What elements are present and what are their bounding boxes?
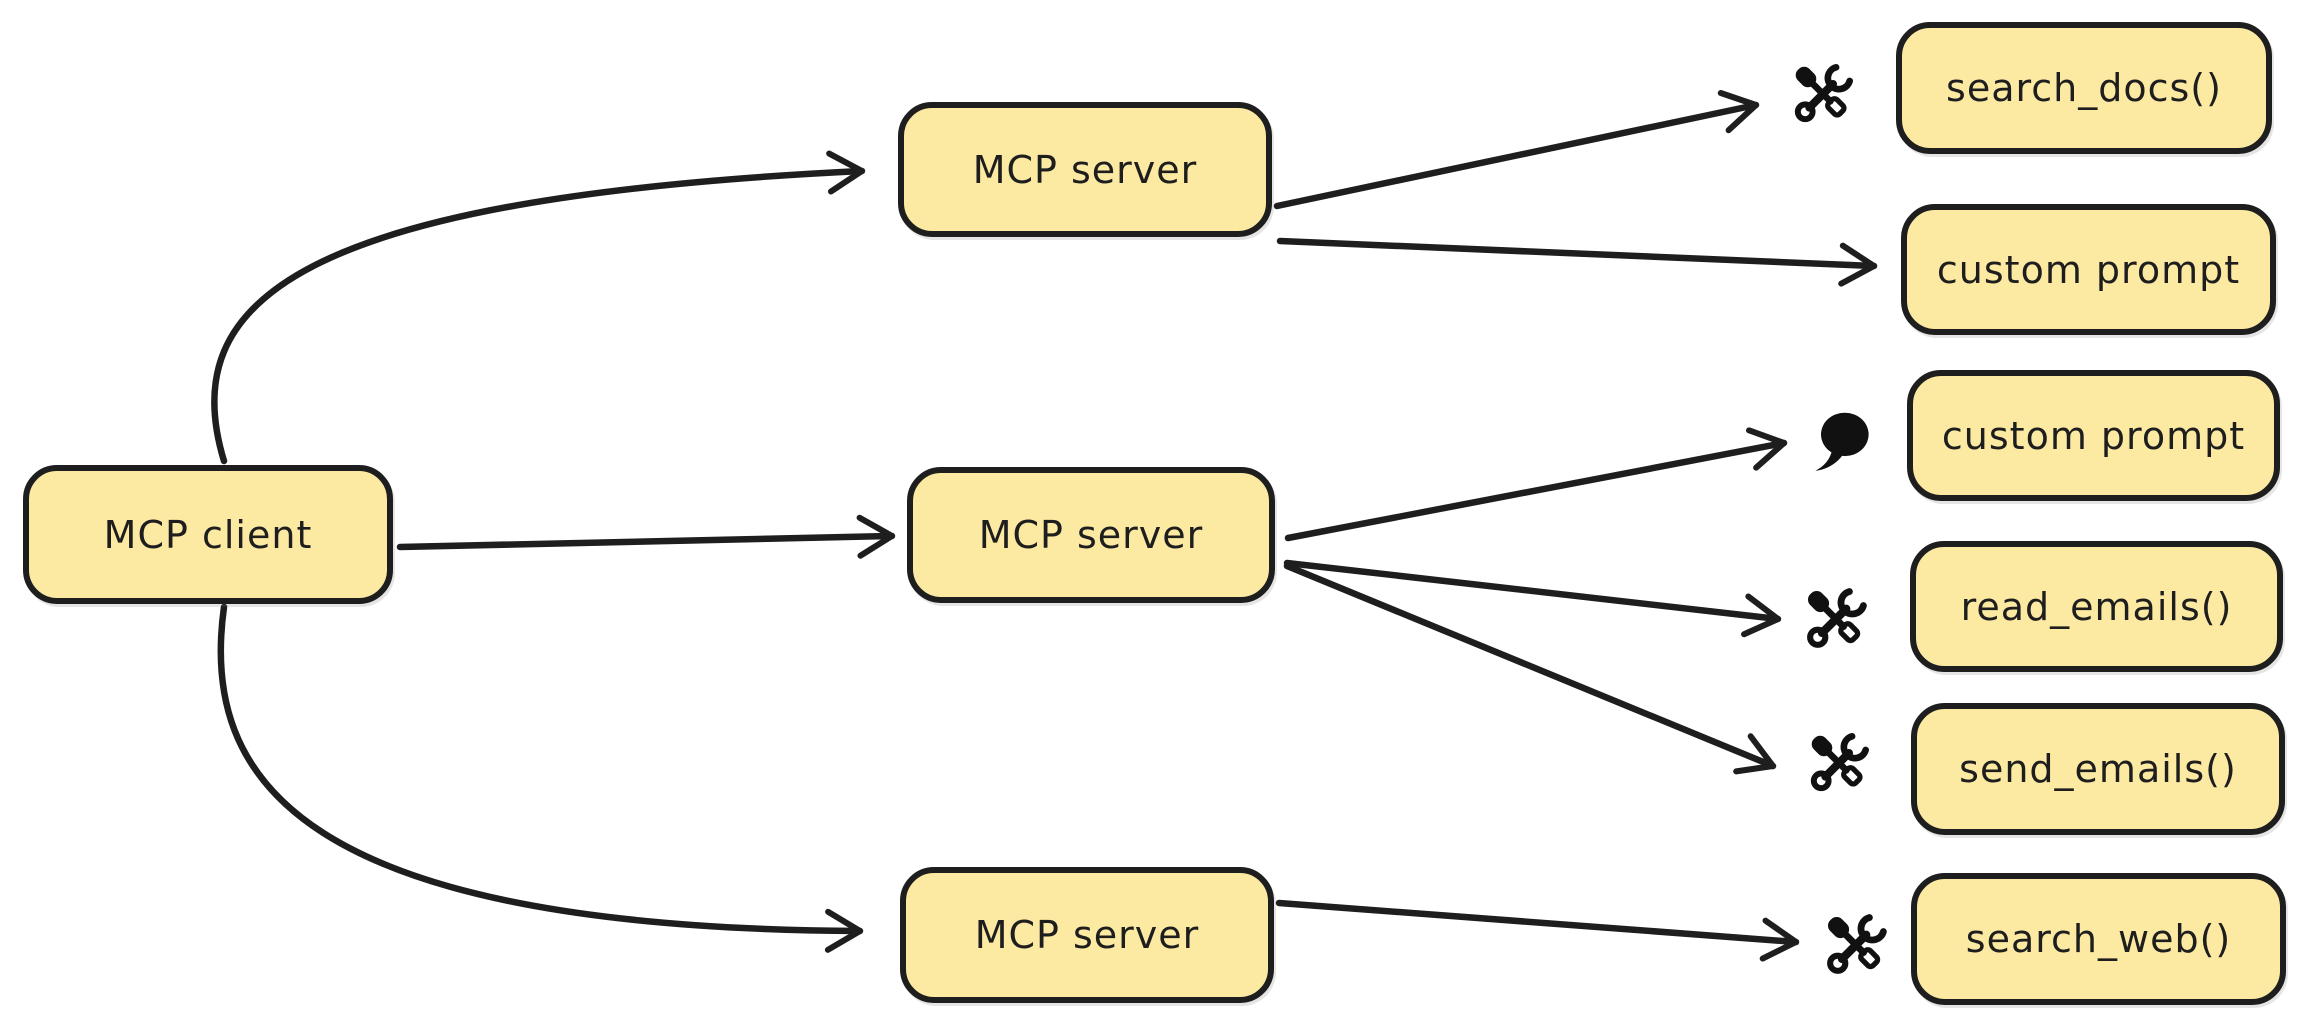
arrow-client-to-server-bottom bbox=[217, 603, 864, 953]
arrow-server-mid-to-send-emails bbox=[1283, 562, 1777, 775]
node-label: send_emails() bbox=[1959, 747, 2237, 791]
arrow-server-top-to-search-docs bbox=[1273, 90, 1760, 210]
tools-icon bbox=[1786, 56, 1860, 132]
tools-icon bbox=[1818, 905, 1894, 985]
arrow-client-to-server-top bbox=[211, 150, 866, 465]
node-label: custom prompt bbox=[1936, 247, 2241, 292]
node-send-emails: send_emails() bbox=[1911, 703, 2285, 835]
tools-icon bbox=[1798, 580, 1874, 658]
node-label: custom prompt bbox=[1941, 413, 2246, 458]
node-label: read_emails() bbox=[1960, 584, 2233, 629]
node-label: search_docs() bbox=[1946, 66, 2222, 110]
node-read-emails: read_emails() bbox=[1910, 541, 2283, 672]
arrow-server-mid-to-read-emails bbox=[1283, 559, 1782, 638]
node-label: search_web() bbox=[1965, 917, 2232, 961]
node-custom-prompt-top: custom prompt bbox=[1901, 204, 2276, 335]
node-mcp-server-middle: MCP server bbox=[907, 467, 1275, 603]
tools-icon bbox=[1802, 724, 1876, 802]
arrow-server-top-to-custom-prompt-top bbox=[1276, 237, 1878, 287]
arrow-client-to-server-mid bbox=[396, 514, 896, 559]
arrow-server-bottom-to-search-web bbox=[1275, 899, 1800, 962]
node-mcp-server-top: MCP server bbox=[898, 102, 1272, 237]
node-label: MCP server bbox=[978, 513, 1204, 557]
node-custom-prompt-middle: custom prompt bbox=[1907, 370, 2280, 501]
node-mcp-client: MCP client bbox=[23, 465, 393, 604]
node-label: MCP server bbox=[972, 147, 1198, 192]
arrow-server-mid-to-custom-prompt-mid bbox=[1284, 427, 1788, 542]
node-mcp-server-bottom: MCP server bbox=[900, 867, 1274, 1003]
node-search-web: search_web() bbox=[1911, 873, 2286, 1005]
node-search-docs: search_docs() bbox=[1896, 22, 2272, 154]
node-label: MCP server bbox=[974, 913, 1200, 957]
node-label: MCP client bbox=[103, 512, 313, 557]
speech-bubble-icon bbox=[1806, 405, 1878, 475]
